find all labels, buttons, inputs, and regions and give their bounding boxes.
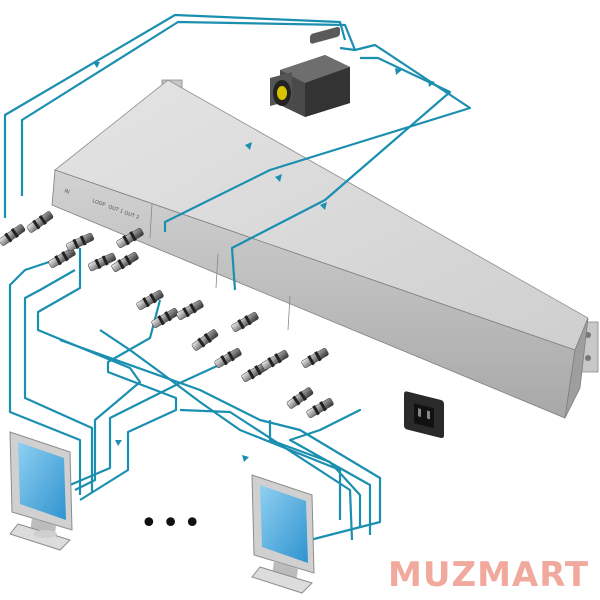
cable-out-to-monitor2-a [99, 329, 342, 520]
port-label-loop: LOOP [91, 198, 106, 208]
cable-out-to-monitor1-a [36, 248, 142, 491]
bnc-connector-7 [136, 290, 164, 310]
bnc-connector-14 [286, 387, 314, 409]
cable-out-to-monitor2-b [59, 338, 382, 542]
cable-camera-to-input-3 [163, 43, 472, 232]
cable-camera-to-input-1 [3, 13, 347, 218]
bnc-connector-11 [214, 348, 242, 368]
watermark-logo: MUZMART [388, 555, 589, 595]
bnc-connector-18 [301, 348, 329, 368]
port-label-out2: OUT 2 [123, 210, 140, 221]
bnc-connector-4 [66, 232, 94, 252]
cable-out-to-monitor2-c [179, 408, 354, 541]
cable-camera-to-input-4 [230, 56, 452, 291]
distribution-amplifier-chassis: IN LOOP OUT 1 OUT 2 [51, 79, 599, 439]
cable-out-to-monitor1-d [79, 299, 178, 501]
cable-out-to-monitor1-e [69, 359, 231, 487]
cable-out-to-monitor1-b [8, 258, 82, 495]
bnc-connector-10 [191, 329, 219, 351]
bnc-connector-17 [231, 312, 259, 332]
power-socket-icon [404, 391, 444, 439]
chassis-side [564, 317, 589, 419]
port-label-out1: OUT 1 [107, 204, 124, 215]
bnc-connector-8 [151, 308, 179, 328]
bnc-connector-5 [88, 252, 116, 272]
bnc-connector-3 [48, 248, 76, 268]
bnc-connector-13 [261, 350, 289, 370]
bnc-connector-icon [0, 211, 334, 418]
port-label-in: IN [63, 188, 70, 195]
bnc-connector-6 [111, 252, 139, 272]
cable-out-to-monitor2-e [288, 408, 372, 535]
bnc-connector-16 [116, 228, 144, 248]
bnc-connector-2 [26, 211, 54, 233]
video-camera-icon [270, 26, 350, 117]
monitor-icon-2 [251, 474, 315, 594]
cable-camera-to-input-2 [20, 20, 357, 196]
bnc-connector-15 [306, 398, 334, 418]
cable-out-to-monitor1-c [23, 269, 94, 492]
more-monitors-ellipsis: ••• [140, 506, 205, 541]
bnc-connector-1 [0, 224, 26, 246]
monitor-icon-1 [9, 431, 73, 551]
bnc-connector-9 [176, 300, 204, 320]
cables [3, 13, 472, 542]
bnc-connector-12 [241, 362, 269, 382]
